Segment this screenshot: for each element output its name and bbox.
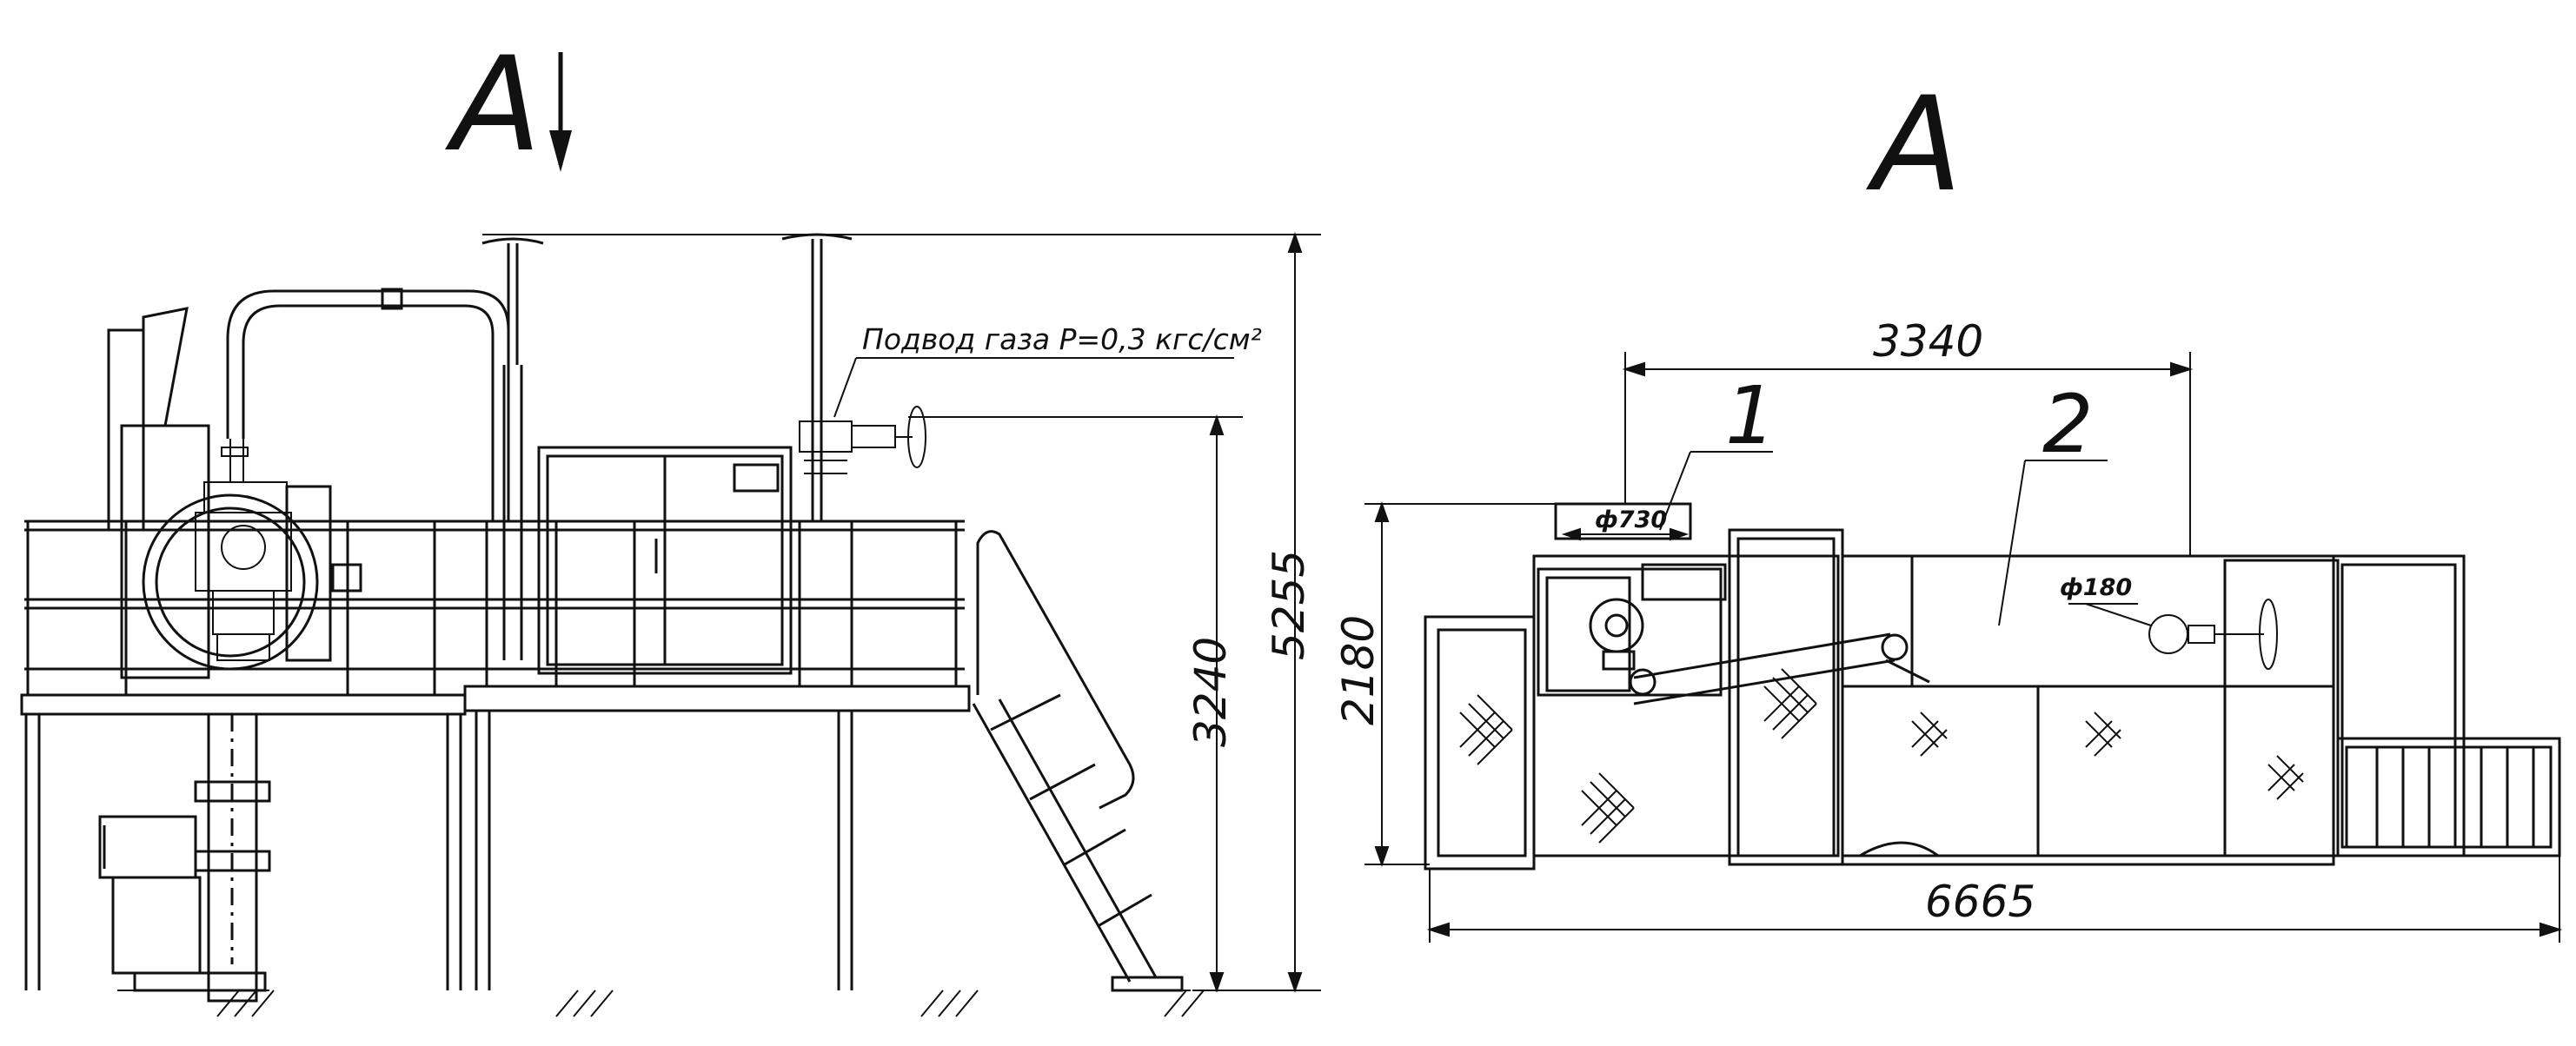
burner-assembly bbox=[195, 439, 292, 661]
stairs-top-view bbox=[2336, 737, 2561, 857]
flue-duct bbox=[1633, 632, 1930, 705]
dim-height-total: 5255 bbox=[1264, 550, 1314, 660]
dim-height-platform: 3240 bbox=[1185, 637, 1236, 747]
cross-hatch-markers bbox=[1459, 668, 2304, 844]
callout-1: 1 bbox=[1725, 369, 1776, 462]
control-cabinet bbox=[537, 446, 793, 675]
callout-leaders bbox=[1659, 451, 2108, 626]
top-view-dimensions bbox=[1364, 352, 2563, 943]
height-dimensions bbox=[482, 231, 1321, 994]
diameter-730: ф730 bbox=[1595, 506, 1667, 533]
right-top-view: А bbox=[1333, 70, 2563, 943]
ground-hatch bbox=[117, 990, 1205, 1017]
right-view-label: А bbox=[1866, 70, 1962, 221]
exhaust-pipe bbox=[226, 288, 510, 521]
view-arrow-icon bbox=[549, 52, 572, 172]
platform-deck bbox=[20, 685, 971, 990]
diameter-180: ф180 bbox=[2060, 574, 2132, 601]
gas-note-leader bbox=[833, 357, 1234, 418]
diameter-730-leader bbox=[1561, 527, 1690, 541]
callout-2: 2 bbox=[2042, 378, 2094, 471]
fan-housing bbox=[107, 307, 362, 679]
handrail bbox=[24, 520, 965, 695]
top-view-outline bbox=[1424, 528, 2466, 871]
dim-side-depth: 2180 bbox=[1333, 615, 1384, 725]
dim-top-width: 3340 bbox=[1873, 316, 1983, 367]
gas-supply-note: Подвод газа Р=0,3 кгс/см² bbox=[862, 322, 1262, 356]
left-view-label: А bbox=[445, 30, 541, 181]
dim-overall-length: 6665 bbox=[1925, 877, 2035, 927]
valve-180-top bbox=[2068, 599, 2278, 670]
burner-unit-top bbox=[1537, 502, 1727, 697]
lower-duct-and-motor bbox=[98, 712, 271, 1003]
stairs bbox=[972, 530, 1184, 992]
left-side-view: А bbox=[20, 30, 1321, 1017]
gas-valve bbox=[799, 406, 926, 474]
